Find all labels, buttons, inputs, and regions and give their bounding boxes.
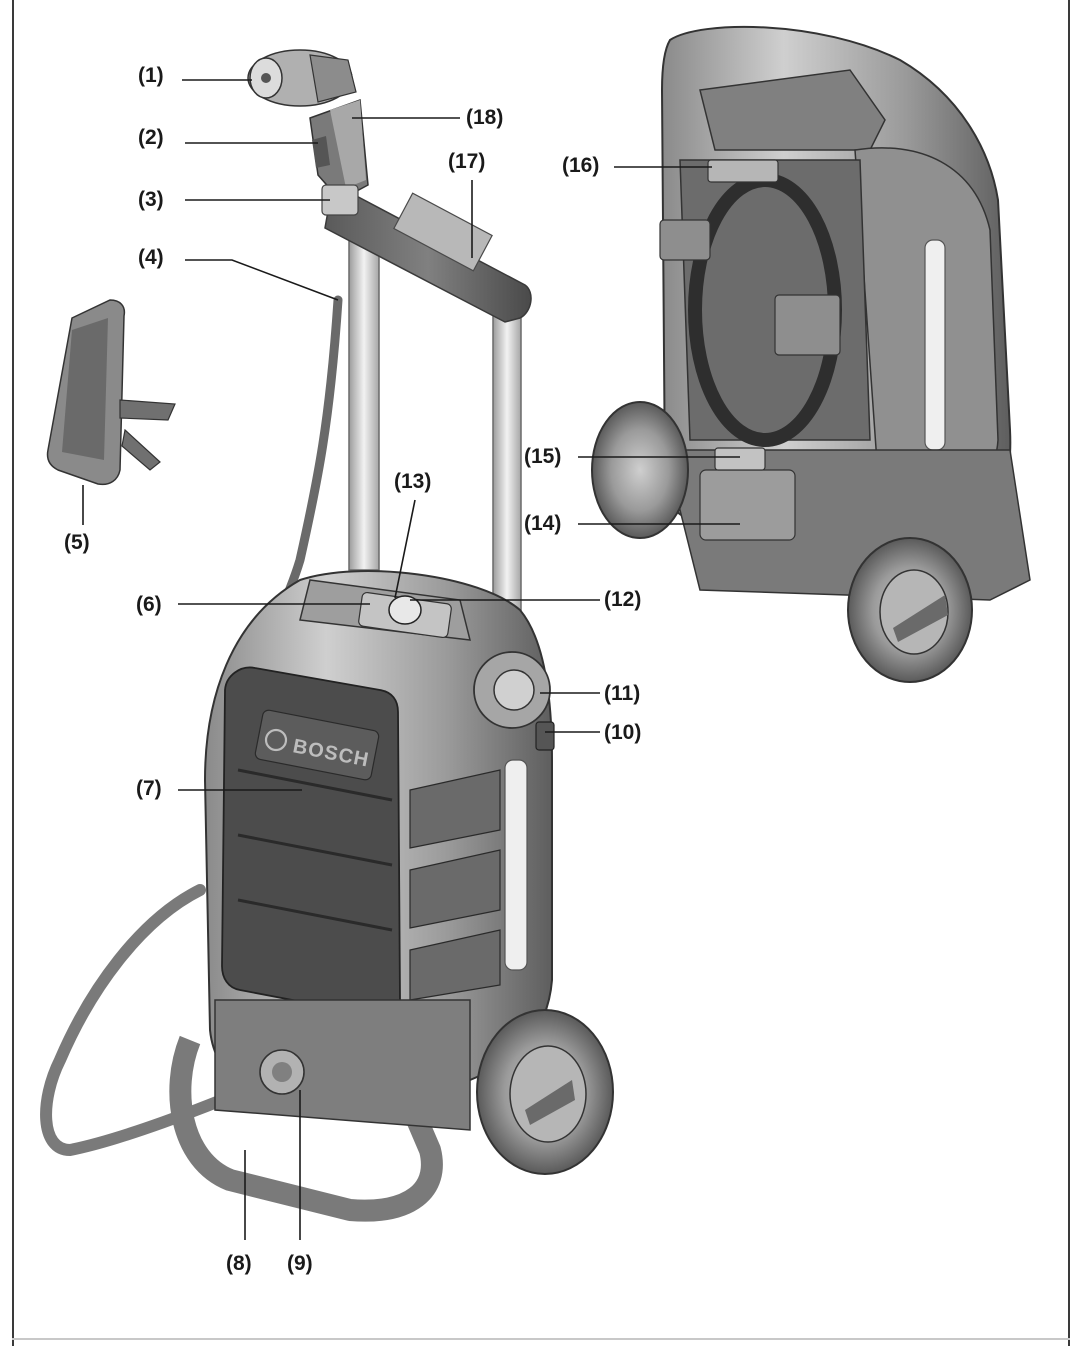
- callout-5: (5): [64, 531, 90, 554]
- callout-3: (3): [138, 188, 164, 211]
- bosch-logo-icon: [264, 728, 288, 752]
- callout-7: (7): [136, 777, 162, 800]
- page-border-left: [12, 0, 14, 1346]
- base-frame: [169, 1035, 443, 1222]
- front-unit: BOSCH: [40, 49, 614, 1222]
- callout-11: (11): [604, 682, 640, 705]
- callout-14: (14): [524, 512, 561, 535]
- front-panel-ridge-2: [237, 833, 393, 867]
- side-light-strip: [504, 759, 528, 971]
- side-vent-3: [409, 929, 501, 1001]
- callout-1: (1): [138, 64, 164, 87]
- leader-4: [185, 259, 339, 301]
- rear-clip-right: [774, 294, 841, 356]
- callout-12: (12): [604, 588, 641, 611]
- rear-unit: [591, 25, 1031, 683]
- storage-compartment: [699, 469, 796, 541]
- storage-latch: [714, 447, 766, 471]
- callout-16: (16): [562, 154, 599, 177]
- front-wheel-spoke: [525, 1080, 575, 1125]
- leader-13: [394, 499, 416, 599]
- base-block: [214, 999, 471, 1131]
- callout-10: (10): [604, 721, 641, 744]
- callout-8: (8): [226, 1252, 252, 1275]
- leader-lines: [82, 79, 740, 1240]
- handle-bar: [324, 189, 532, 323]
- callout-17: (17): [448, 150, 485, 173]
- callout-9: (9): [287, 1252, 313, 1275]
- side-vent-2: [409, 849, 501, 929]
- side-vent-1: [409, 769, 501, 849]
- front-panel-ridge-1: [237, 768, 393, 802]
- logo-plate: [254, 709, 380, 781]
- callout-13: (13): [394, 470, 431, 493]
- rear-connector: [707, 159, 779, 183]
- spray-gun: [247, 49, 369, 201]
- page-border-right: [1068, 0, 1070, 1346]
- front-wheel-hub: [509, 1045, 587, 1143]
- water-inlet: [493, 669, 535, 711]
- callout-6: (6): [136, 593, 162, 616]
- page-bottom-line: [12, 1338, 1070, 1340]
- rear-light-strip: [924, 239, 946, 451]
- front-panel-ridge-3: [237, 898, 393, 932]
- base-hose-loop: [40, 884, 276, 1157]
- handle-pole-left: [348, 239, 380, 571]
- water-outlet-core: [272, 1062, 292, 1082]
- callout-15: (15): [524, 445, 561, 468]
- brush-accessory: [46, 299, 176, 486]
- handle-pole-right: [492, 309, 522, 641]
- handle-bar-grip: [393, 192, 493, 272]
- callout-18: (18): [466, 106, 503, 129]
- rear-clip-left: [659, 219, 711, 261]
- rear-wheel-right-spoke: [893, 595, 948, 642]
- callout-labels: (1) (2) (3) (4) (5) (6) (7) (8) (9) (10)…: [64, 64, 641, 1275]
- callout-4: (4): [138, 246, 164, 269]
- rear-top-handle: [699, 69, 886, 151]
- rear-wheel-left: [591, 401, 689, 539]
- inlet-clip: [535, 721, 555, 751]
- callout-2: (2): [138, 126, 164, 149]
- power-switch: [388, 595, 422, 625]
